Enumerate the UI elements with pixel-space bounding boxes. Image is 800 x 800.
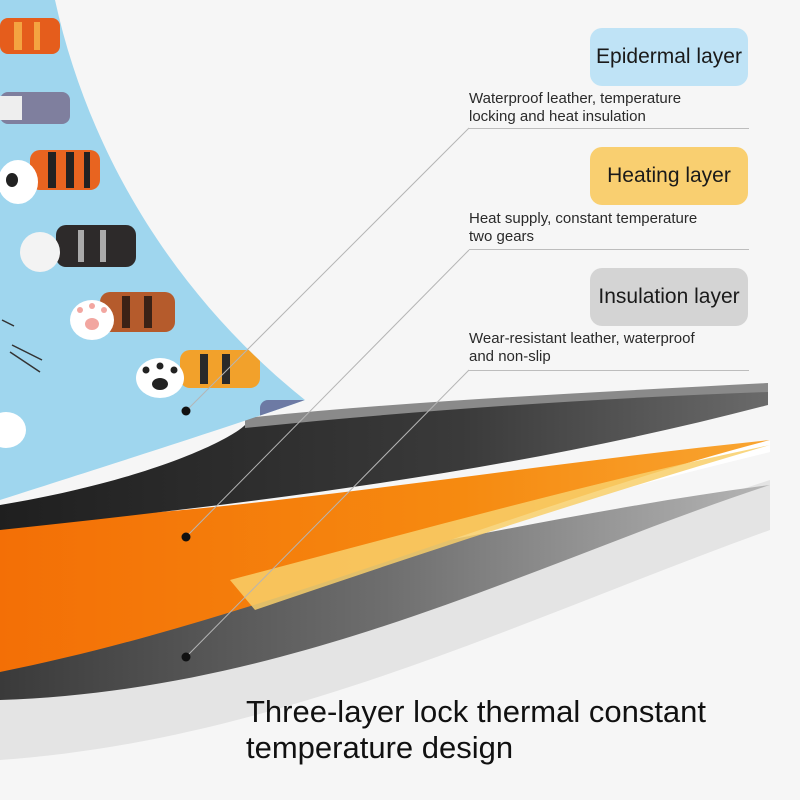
sleeve-5 bbox=[70, 292, 175, 340]
divider bbox=[469, 370, 749, 371]
whiskers bbox=[1, 319, 43, 373]
sleeve-6 bbox=[136, 350, 260, 398]
desc-line: Heat supply, constant temperature bbox=[469, 210, 698, 227]
desc-line: Wear-resistant leather, waterproof bbox=[469, 330, 695, 347]
epidermal-layer-label: Epidermal layer bbox=[590, 28, 748, 86]
epidermal-layer-desc: Waterproof leather, temperature locking … bbox=[469, 90, 759, 126]
caption-line: Three-layer lock thermal constant bbox=[246, 694, 707, 729]
insulation-layer-shape bbox=[0, 485, 770, 700]
desc-line: Waterproof leather, temperature bbox=[469, 90, 682, 107]
heating-highlight bbox=[230, 445, 770, 610]
heating-layer-label: Heating layer bbox=[590, 147, 748, 205]
sleeve-3 bbox=[0, 150, 100, 204]
epidermal-slab bbox=[245, 383, 768, 428]
sleeve-4 bbox=[20, 225, 136, 272]
divider bbox=[469, 249, 749, 250]
insulation-layer-desc: Wear-resistant leather, waterproof and n… bbox=[469, 330, 759, 366]
desc-line: and non-slip bbox=[469, 348, 551, 365]
sleeve-2 bbox=[0, 92, 70, 124]
caption: Three-layer lock thermal constant temper… bbox=[246, 694, 786, 766]
marker-dot-epidermal bbox=[181, 406, 191, 416]
sleeve-1 bbox=[0, 18, 60, 54]
marker-dot-heating bbox=[181, 532, 191, 542]
desc-line: locking and heat insulation bbox=[469, 108, 646, 125]
desc-line: two gears bbox=[469, 228, 535, 245]
leader-lines bbox=[185, 127, 470, 658]
caption-line: temperature design bbox=[246, 730, 514, 765]
divider bbox=[469, 128, 749, 129]
heating-layer-desc: Heat supply, constant temperature two ge… bbox=[469, 210, 759, 246]
marker-dot-insulation bbox=[181, 652, 191, 662]
epidermal-underside bbox=[0, 385, 768, 530]
insulation-layer-label: Insulation layer bbox=[590, 268, 748, 326]
